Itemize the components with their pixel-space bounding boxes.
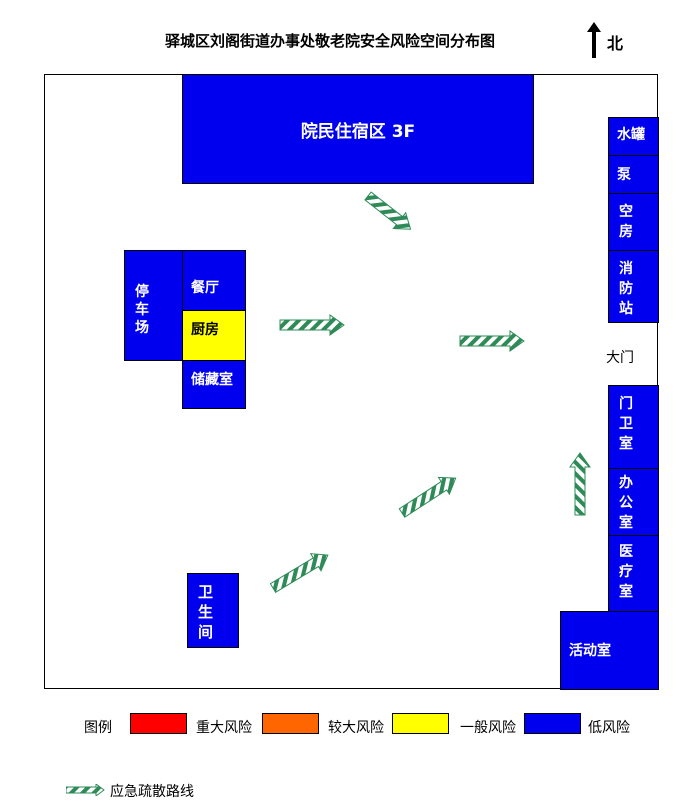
legend-label-major: 重大风险 <box>196 720 252 736</box>
evac-arrow-5 <box>269 553 329 593</box>
page-title: 驿城区刘阁街道办事处敬老院安全风险空间分布图 <box>164 32 495 50</box>
legend-swatch-general <box>392 713 449 734</box>
room-office: 办公室 <box>608 468 659 536</box>
room-pump-label: 泵 <box>617 167 631 183</box>
room-fire-station-label: 消防站 <box>619 261 633 317</box>
room-kitchen: 厨房 <box>182 310 246 361</box>
legend-swatch-low <box>524 713 581 734</box>
room-pump: 泵 <box>608 155 659 194</box>
main-gate-label: 大门 <box>606 350 634 366</box>
legend-label-general: 一般风险 <box>460 720 516 736</box>
room-parking: 停车场 <box>124 250 183 361</box>
legend-swatch-significant <box>262 713 319 734</box>
room-toilet-label: 卫生间 <box>198 583 214 641</box>
north-label: 北 <box>607 34 624 53</box>
room-activity: 活动室 <box>560 611 659 690</box>
north-arrow-icon <box>587 22 601 58</box>
room-storage: 储藏室 <box>182 360 246 409</box>
legend-swatch-major <box>130 713 187 734</box>
room-clinic-label: 医疗室 <box>619 544 633 600</box>
room-residence: 院民住宿区 3F <box>182 74 534 184</box>
room-fire-station: 消防站 <box>608 250 659 323</box>
room-empty-label: 空房 <box>619 204 633 240</box>
evac-arrow-1 <box>364 191 412 230</box>
legend-label-significant: 较大风险 <box>328 720 384 736</box>
room-clinic: 医疗室 <box>608 535 659 612</box>
legend-label-evacuation: 应急疏散路线 <box>110 784 194 800</box>
evac-arrow-2 <box>279 314 345 336</box>
legend-title: 图例 <box>84 720 112 736</box>
room-activity-label: 活动室 <box>569 643 611 659</box>
room-dining: 餐厅 <box>182 250 246 311</box>
evac-arrow-4 <box>398 476 457 518</box>
room-guard-label: 门卫室 <box>619 396 633 452</box>
room-guard: 门卫室 <box>608 385 659 469</box>
room-parking-label: 停车场 <box>135 284 149 336</box>
room-toilet: 卫生间 <box>187 573 239 648</box>
room-office-label: 办公室 <box>619 475 633 531</box>
room-water-tank-label: 水罐 <box>617 127 645 143</box>
evac-arrow-3 <box>459 330 525 352</box>
evacuation-legend-icon <box>66 784 105 796</box>
evac-arrow-6 <box>569 452 591 516</box>
legend-label-low: 低风险 <box>588 720 630 736</box>
